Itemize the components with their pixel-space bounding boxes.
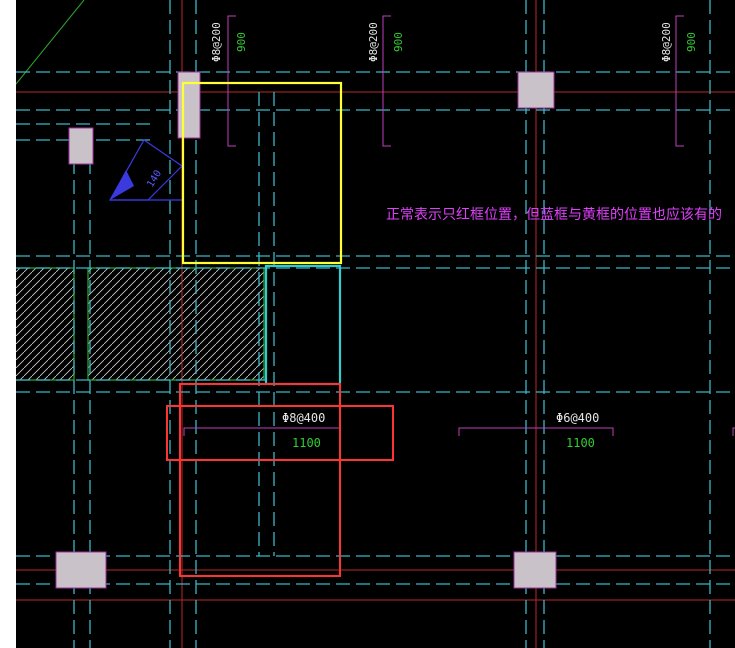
diagonal-line bbox=[16, 0, 85, 85]
rebar-label-top-left: Φ8@200 bbox=[210, 22, 223, 62]
red-highlight-box-tall bbox=[179, 383, 341, 577]
hatched-slab-center bbox=[87, 267, 265, 381]
hatched-slab-left bbox=[16, 267, 75, 381]
cad-drawing-canvas[interactable]: Φ8@200 900 Φ8@200 900 Φ8@200 900 Φ8@400 … bbox=[16, 0, 735, 648]
slab-direction-arrow: 140 bbox=[108, 139, 183, 201]
dimension-brackets-top bbox=[227, 15, 684, 147]
cyan-highlight-box bbox=[264, 264, 342, 386]
rebar-labels-top: Φ8@200 900 Φ8@200 900 Φ8@200 900 bbox=[210, 22, 698, 62]
rebar-label-bottom-right: Φ6@400 bbox=[556, 411, 599, 425]
rebar-label-bottom-left: Φ8@400 bbox=[282, 411, 325, 425]
rebar-label-top-mid: Φ8@200 bbox=[367, 22, 380, 62]
annotation-note: 正常表示只红框位置，但蓝框与黄框的位置也应该有的 bbox=[386, 207, 722, 223]
yellow-highlight-box bbox=[181, 81, 343, 265]
dim-label-bottom-left: 1100 bbox=[292, 436, 321, 450]
dim-label-top-right: 900 bbox=[685, 32, 698, 52]
dim-label-bottom-right: 1100 bbox=[566, 436, 595, 450]
beam-lines-vertical bbox=[73, 0, 711, 648]
dim-label-top-left: 900 bbox=[235, 32, 248, 52]
rebar-labels-bottom: Φ8@400 1100 Φ6@400 1100 bbox=[282, 411, 599, 450]
dim-label-top-mid: 900 bbox=[392, 32, 405, 52]
dimension-brackets-bottom bbox=[183, 427, 735, 436]
floor-plan-drawing: Φ8@200 900 Φ8@200 900 Φ8@200 900 Φ8@400 … bbox=[16, 0, 735, 648]
rebar-label-top-right: Φ8@200 bbox=[660, 22, 673, 62]
columns bbox=[55, 71, 557, 589]
red-highlight-box-wide bbox=[166, 405, 394, 461]
